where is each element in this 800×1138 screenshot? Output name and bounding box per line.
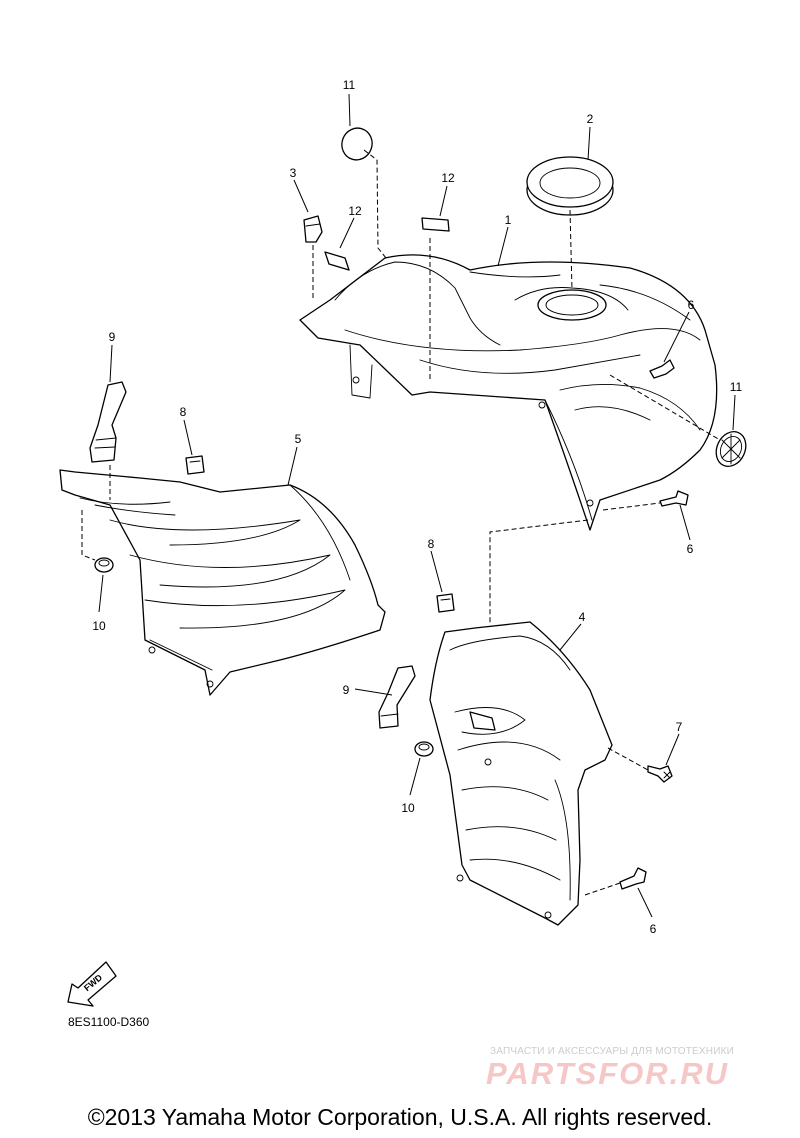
side-cover-right (429, 621, 613, 926)
callout-8-right: 8 (428, 537, 435, 551)
leader-lines (81, 93, 736, 918)
callout-9-right: 9 (343, 683, 350, 697)
copyright-notice: ©2013 Yamaha Motor Corporation, U.S.A. A… (87, 1104, 713, 1130)
clip-8-right (436, 593, 455, 613)
side-cover-left (59, 469, 386, 696)
callout-12-left: 12 (348, 204, 362, 218)
bolt-6-lower (619, 867, 647, 890)
callout-10-left: 10 (92, 619, 106, 633)
drawing-code: 8ES1100-D360 (68, 1015, 150, 1029)
strap-9-left (89, 381, 127, 463)
callout-6-lower: 6 (650, 922, 657, 936)
callout-1: 1 (505, 213, 512, 227)
filler-gasket (526, 156, 614, 216)
emblem-cap-11-right (715, 430, 747, 468)
grommet-10-right (414, 741, 434, 757)
fwd-arrow-icon: FWD (67, 961, 117, 1007)
callout-6-tank: 6 (688, 298, 695, 312)
callout-9-left: 9 (109, 330, 116, 344)
callout-4: 4 (579, 610, 586, 624)
watermark-tagline: ЗАПЧАСТИ И АКСЕССУАРЫ ДЛЯ МОТОТЕХНИКИ (490, 1046, 735, 1057)
callout-12-right: 12 (441, 171, 455, 185)
callout-5: 5 (295, 432, 302, 446)
callout-2: 2 (587, 112, 594, 126)
callout-10-right: 10 (401, 801, 415, 815)
clip-8-left (185, 455, 205, 475)
bolt-6-tank (649, 359, 675, 379)
callouts: 11 2 3 12 12 1 6 9 11 8 5 6 8 10 4 9 7 1… (92, 78, 742, 936)
cap-11-top (341, 127, 373, 161)
grommet-10-left (94, 557, 114, 573)
callout-11-top: 11 (343, 78, 356, 92)
damper-12-right (421, 217, 450, 232)
callout-6-side: 6 (687, 542, 694, 556)
fuel-tank (299, 254, 718, 531)
callout-3: 3 (290, 166, 297, 180)
watermark-logo: PARTSFOR.RU (486, 1056, 730, 1091)
screw-7 (647, 765, 673, 783)
bolt-3 (303, 215, 323, 243)
strap-9-right (378, 665, 416, 729)
callout-8-left: 8 (180, 405, 187, 419)
callout-7: 7 (676, 720, 683, 734)
callout-11-right: 11 (730, 380, 743, 394)
bolt-6-side (659, 490, 689, 507)
damper-12-left (324, 251, 350, 271)
